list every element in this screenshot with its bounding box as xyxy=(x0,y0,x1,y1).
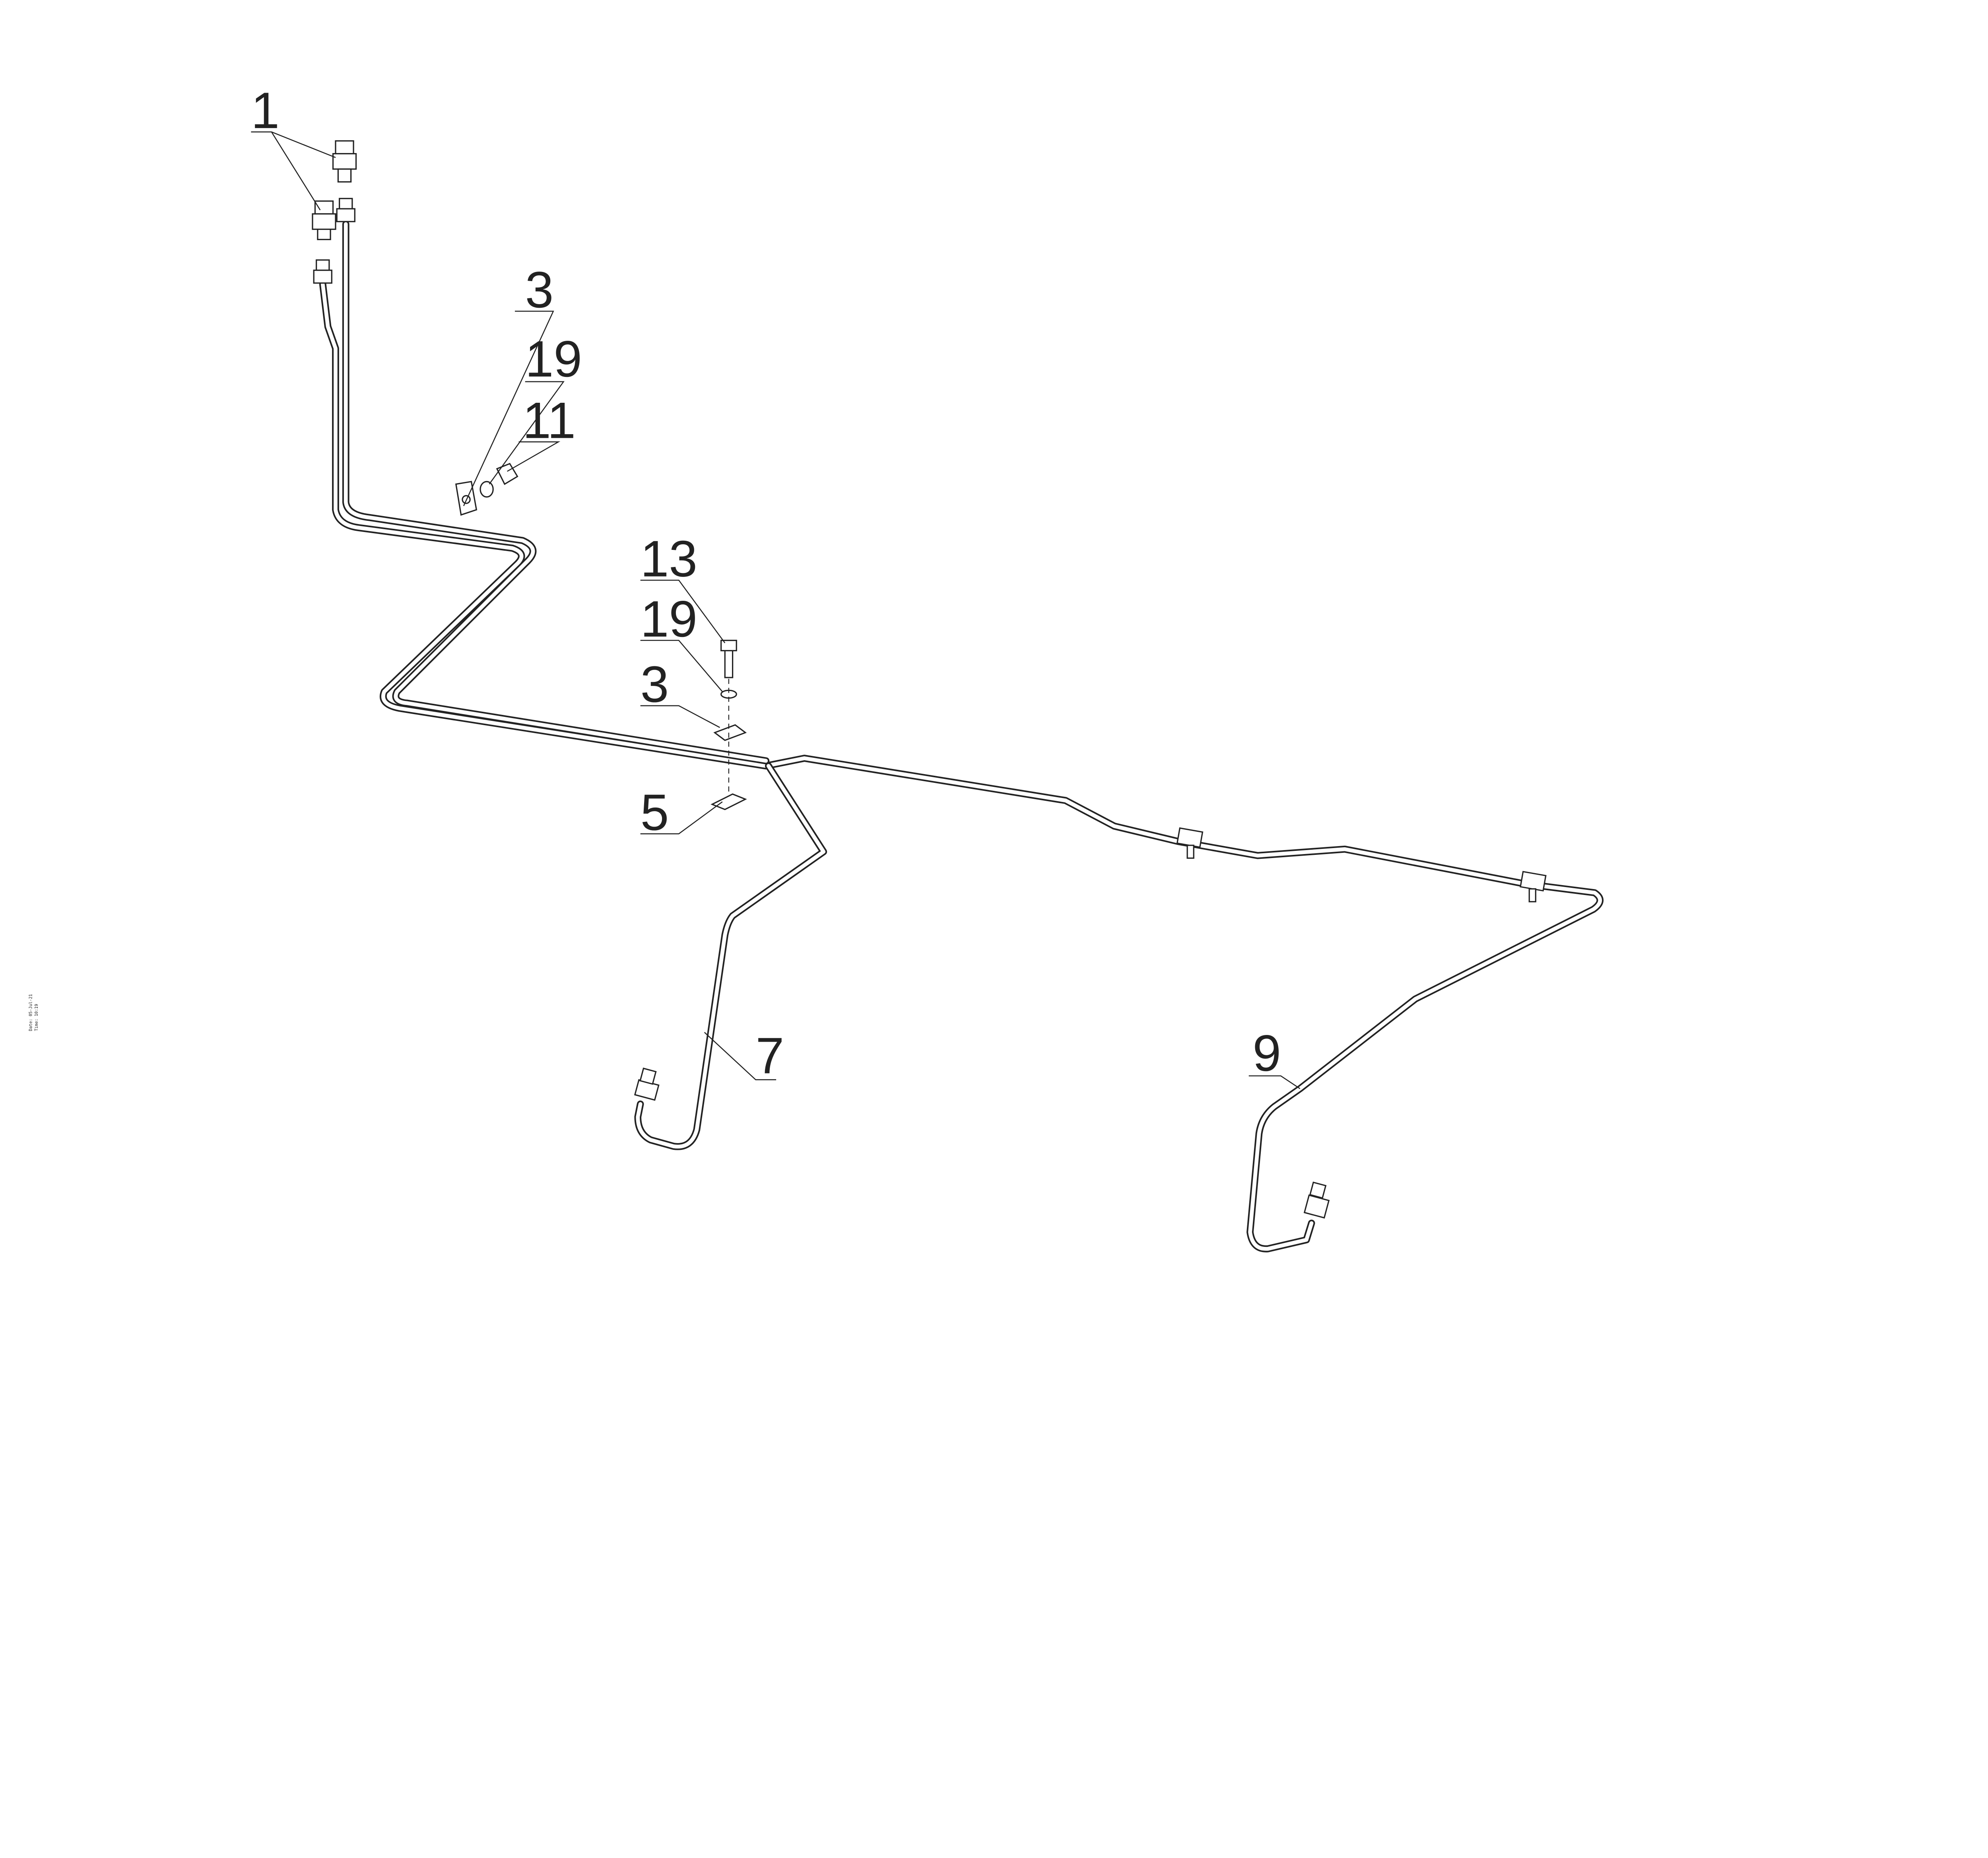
callout-3: 3 xyxy=(641,656,669,713)
fitting-nut-1b xyxy=(312,200,336,240)
pipe-end-fitting-9 xyxy=(1303,1181,1330,1219)
pipe-end-flare xyxy=(313,198,355,284)
callout-1: 1 xyxy=(251,82,280,139)
callout-3: 3 xyxy=(525,261,554,318)
fitting-nut-1a xyxy=(332,140,357,183)
bolt-13-washer-clip-plate xyxy=(711,640,747,810)
callout-13: 13 xyxy=(641,530,697,588)
callout-19: 19 xyxy=(641,590,697,648)
brake-pipe-inner xyxy=(342,220,770,765)
pipe-clamp xyxy=(1176,827,1547,903)
callout-5: 5 xyxy=(641,784,669,841)
pipe-end-fitting-7 xyxy=(634,1068,660,1101)
brake-pipe-7 xyxy=(634,762,827,1150)
brake-pipe-9 xyxy=(319,281,1604,1252)
parts-diagram: 1 3 19 11 13 19 3 5 7 9 Date: 05-Jul-21 … xyxy=(29,82,1604,1252)
stamp-time: Time: 10:19 xyxy=(34,1004,39,1031)
callout-7: 7 xyxy=(756,1027,784,1084)
stamp-date: Date: 05-Jul-21 xyxy=(29,994,33,1031)
callout-11: 11 xyxy=(522,392,576,449)
leader-lines xyxy=(251,131,1301,1089)
callout-9: 9 xyxy=(1252,1025,1281,1082)
date-stamp: Date: 05-Jul-21 Time: 10:19 xyxy=(29,994,39,1031)
callout-19: 19 xyxy=(525,330,582,388)
